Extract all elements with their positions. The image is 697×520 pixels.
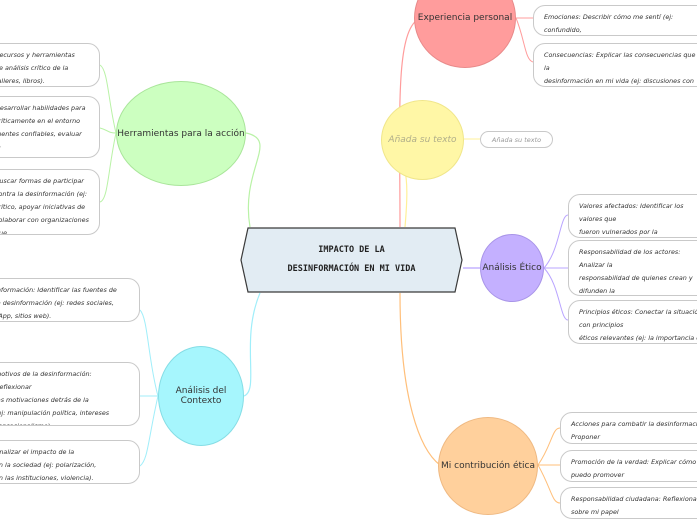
- contribucion-item-responsabilidad[interactable]: Responsabilidad ciudadana: Reflexionar s…: [560, 487, 697, 519]
- link-contexto: [243, 292, 261, 397]
- sublink-ctx-1: [139, 309, 159, 397]
- experiencia-item-consecuencias[interactable]: Consecuencias: Explicar las consecuencia…: [533, 43, 697, 87]
- experiencia-item-emociones-text: Emociones: Describir cómo me sentí (ej: …: [544, 13, 674, 34]
- etico-item-responsabilidad[interactable]: Responsabilidad de los actores: Analizar…: [568, 240, 697, 296]
- link-herramientas: [245, 132, 261, 228]
- central-title-line1: IMPACTO DE LA: [318, 245, 385, 255]
- branch-mi-contribucion-etica[interactable]: Mi contribución ética: [438, 417, 538, 515]
- sublink-contrib-1: [537, 427, 561, 466]
- herramientas-item-habilidades[interactable]: Desarrollar habilidades para críticament…: [0, 96, 100, 158]
- anada-item-text: Añada su texto: [491, 135, 542, 144]
- link-contribucion: [399, 292, 441, 466]
- contexto-item-impacto-text: Analizar el impacto de la en la sociedad…: [0, 448, 97, 482]
- link-experiencia: [398, 17, 421, 228]
- etico-item-principios-text: Principios éticos: Conectar la situación…: [579, 308, 697, 342]
- branch-contexto-label: Análisis del Contexto: [175, 386, 227, 406]
- contribucion-item-promocion-text: Promoción de la verdad: Explicar cómo pu…: [571, 458, 697, 479]
- contribucion-item-responsabilidad-text: Responsabilidad ciudadana: Reflexionar s…: [571, 495, 697, 516]
- branch-contribucion-label: Mi contribución ética: [441, 461, 535, 471]
- sublink-etico-1: [543, 214, 569, 269]
- central-topic[interactable]: IMPACTO DE LA DESINFORMACIÓN EN MI VIDA: [240, 227, 463, 293]
- herramientas-item-participar-text: Buscar formas de participar contra la de…: [0, 177, 89, 235]
- branch-experiencia-label: Experiencia personal: [417, 13, 513, 23]
- contexto-item-impacto[interactable]: Analizar el impacto de la en la sociedad…: [0, 440, 140, 484]
- herramientas-item-recursos[interactable]: Recursos y herramientas de análisis crít…: [0, 43, 100, 87]
- contexto-item-motivos[interactable]: motivos de la desinformación: Reflexiona…: [0, 362, 140, 426]
- central-topic-title: IMPACTO DE LA DESINFORMACIÓN EN MI VIDA: [240, 227, 463, 293]
- branch-analisis-etico[interactable]: Análisis Ético: [480, 234, 544, 302]
- contribucion-item-acciones[interactable]: Acciones para combatir la desinformación…: [560, 412, 697, 444]
- etico-item-valores[interactable]: Valores afectados: Identificar los valor…: [568, 194, 697, 238]
- herramientas-item-habilidades-text: Desarrollar habilidades para críticament…: [0, 104, 86, 157]
- contexto-item-motivos-text: motivos de la desinformación: Reflexiona…: [0, 370, 110, 426]
- herramientas-item-participar[interactable]: Buscar formas de participar contra la de…: [0, 169, 100, 235]
- contexto-item-fuentes-text: Información: Identificar las fuentes de …: [0, 286, 117, 320]
- sublink-herr-1: [99, 64, 117, 134]
- branch-herramientas-label: Herramientas para la acción: [117, 128, 245, 139]
- experiencia-item-emociones[interactable]: Emociones: Describir cómo me sentí (ej: …: [533, 5, 697, 36]
- branch-analisis-del-contexto[interactable]: Análisis del Contexto: [158, 346, 244, 446]
- etico-item-principios[interactable]: Principios éticos: Conectar la situación…: [568, 300, 697, 344]
- contribucion-item-acciones-text: Acciones para combatir la desinformación…: [571, 420, 697, 441]
- branch-anada-su-texto[interactable]: Añada su texto: [381, 100, 464, 180]
- sublink-herr-2: [99, 127, 117, 134]
- contribucion-item-promocion[interactable]: Promoción de la verdad: Explicar cómo pu…: [560, 450, 697, 482]
- branch-herramientas-para-la-accion[interactable]: Herramientas para la acción: [116, 81, 246, 186]
- etico-item-valores-text: Valores afectados: Identificar los valor…: [579, 202, 684, 236]
- branch-etico-label: Análisis Ético: [482, 263, 542, 273]
- central-topic-shape: [240, 227, 463, 293]
- herramientas-item-recursos-text: Recursos y herramientas de análisis crít…: [0, 51, 75, 85]
- sublink-exp-2: [515, 17, 534, 63]
- etico-item-responsabilidad-text: Responsabilidad de los actores: Analizar…: [579, 248, 693, 295]
- branch-anada-label: Añada su texto: [388, 135, 457, 145]
- contexto-item-fuentes[interactable]: Información: Identificar las fuentes de …: [0, 278, 140, 322]
- sublink-ctx-3: [139, 395, 159, 467]
- sublink-etico-3: [543, 267, 569, 321]
- experiencia-item-consecuencias-text: Consecuencias: Explicar las consecuencia…: [544, 51, 696, 85]
- anada-item-placeholder[interactable]: Añada su texto: [480, 131, 553, 148]
- central-title-line2: DESINFORMACIÓN EN MI VIDA: [287, 264, 416, 274]
- sublink-contrib-3: [537, 464, 561, 504]
- sublink-herr-3: [99, 132, 117, 203]
